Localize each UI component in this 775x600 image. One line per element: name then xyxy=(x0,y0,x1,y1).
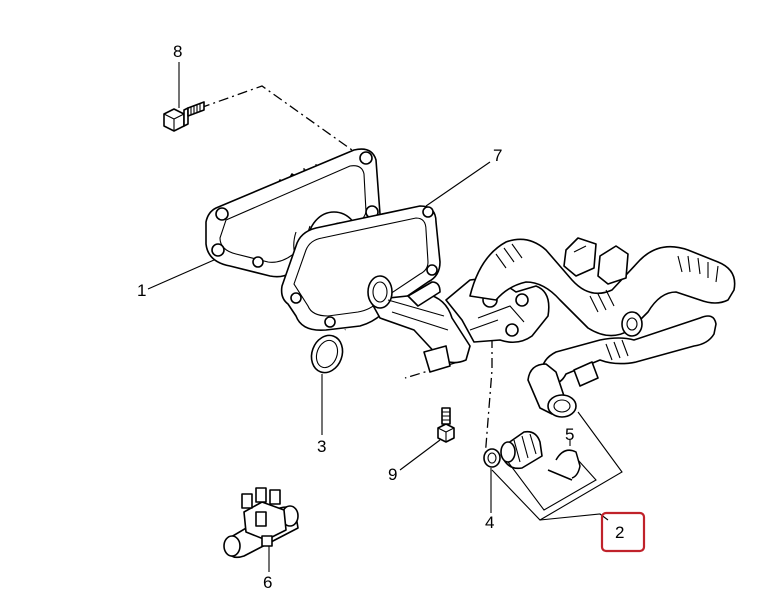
callout-1: 1 xyxy=(137,281,146,300)
highlight-box xyxy=(600,511,646,553)
callout-4: 4 xyxy=(485,513,494,532)
bolt-part-8[interactable] xyxy=(163,101,205,132)
callout-7: 7 xyxy=(493,146,502,165)
callout-8: 8 xyxy=(173,42,182,61)
callout-2[interactable]: 2 xyxy=(615,523,624,542)
callout-6: 6 xyxy=(263,573,272,592)
coolant-pipe-assembly[interactable] xyxy=(367,237,736,418)
valve-part-6[interactable] xyxy=(223,487,299,559)
o-ring-part-3[interactable] xyxy=(306,331,347,377)
seal-ring-part-4[interactable] xyxy=(483,448,501,468)
bolt-part-9[interactable] xyxy=(437,407,455,443)
thermostat-part-2[interactable] xyxy=(500,430,543,470)
callout-5: 5 xyxy=(565,425,574,444)
callout-9: 9 xyxy=(388,465,397,484)
callout-3: 3 xyxy=(317,437,326,456)
leader-lines xyxy=(147,62,623,572)
clip-part-5[interactable] xyxy=(547,449,581,481)
callouts: 8 1 7 3 9 5 4 6 2 xyxy=(137,42,646,592)
